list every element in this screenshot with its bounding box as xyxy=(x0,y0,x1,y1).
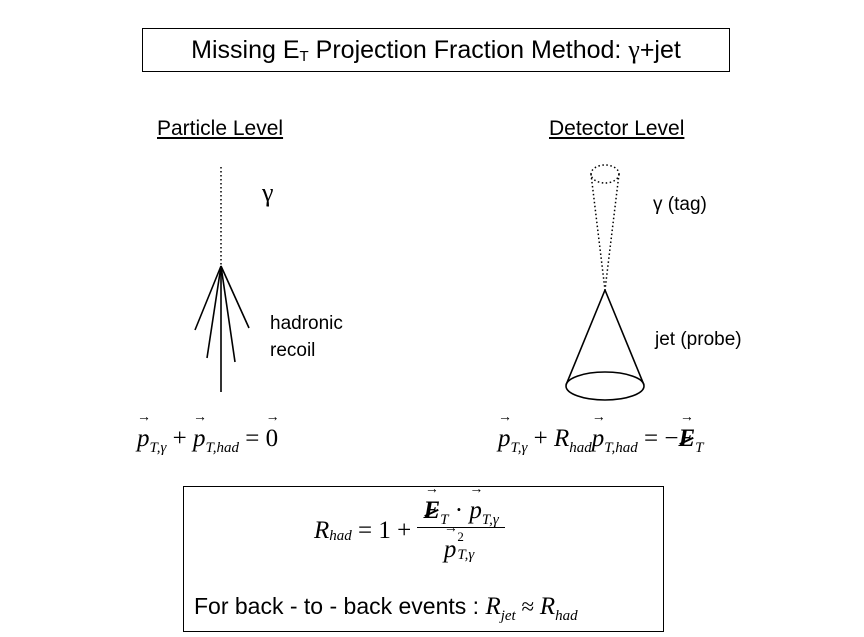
den-p-superscript: 2 xyxy=(457,529,464,545)
detector-level-heading: Detector Level xyxy=(549,117,685,140)
det-p-gamma-subscript: T,γ xyxy=(510,440,528,456)
r-had-symbol: R xyxy=(314,516,330,544)
det-p-vector-had: p xyxy=(592,410,605,453)
det-plus-sign: + xyxy=(527,425,554,452)
plus-sign: + xyxy=(166,425,193,452)
title-text-middle: Projection Fraction Method: xyxy=(308,35,629,64)
dot-product: · xyxy=(448,497,470,524)
p-had-subscript: T,had xyxy=(205,440,239,456)
r-had-fraction: ET · pT,γ p2T,γ xyxy=(417,482,505,564)
title-text-before: Missing E xyxy=(191,35,300,64)
equals-one-plus: = 1 + xyxy=(351,516,418,544)
title-subscript: T xyxy=(299,47,309,65)
approx-sign: ≈ xyxy=(515,594,540,619)
fraction-denominator: p2T,γ xyxy=(417,521,504,564)
detector-photon-label-text: γ (tag) xyxy=(653,194,707,215)
det-R: R xyxy=(554,425,570,452)
hadronic-recoil-spray xyxy=(194,265,250,392)
num-missing-et: E xyxy=(423,482,440,525)
zero-vector: 0 xyxy=(266,410,279,453)
r-had-symbol-2: R xyxy=(539,593,556,620)
detector-jet-cone xyxy=(565,289,645,401)
den-p-vector: p xyxy=(444,521,457,564)
p-vector-gamma: p xyxy=(137,410,150,453)
recoil-label-line1: hadronic xyxy=(270,313,343,334)
num-missing-et-subscript: T xyxy=(440,512,449,528)
title-gamma: γ xyxy=(628,35,640,64)
num-p-vector: p xyxy=(469,482,482,525)
det-p-had-subscript: T,had xyxy=(604,440,638,456)
jet-probe-label: jet (probe) xyxy=(655,329,742,350)
particle-level-heading: Particle Level xyxy=(157,117,284,140)
p-vector-had: p xyxy=(193,410,206,453)
back-to-back-line: For back - to - back events : Rjet ≈ Rha… xyxy=(194,593,578,624)
missing-et-vector: E xyxy=(678,410,695,453)
r-had-subscript: had xyxy=(329,528,352,544)
missing-et-subscript: T xyxy=(695,440,704,456)
r-had-definition: Rhad = 1 + ET · pT,γ p2T,γ xyxy=(314,482,505,564)
r-jet-subscript: jet xyxy=(500,608,516,624)
equals-sign: = xyxy=(238,425,266,452)
num-p-subscript: T,γ xyxy=(481,512,499,528)
det-R-subscript: had xyxy=(569,440,592,456)
recoil-label-line2: recoil xyxy=(270,340,316,361)
r-jet-symbol: R xyxy=(485,593,501,620)
particle-level-equation: pT,γ + pT,had = 0 xyxy=(137,410,279,456)
back-to-back-text: For back - to - back events : xyxy=(194,593,486,619)
det-p-vector-gamma: p xyxy=(498,410,511,453)
det-equals-minus: = − xyxy=(637,425,679,452)
fraction-numerator: ET · pT,γ xyxy=(417,482,505,528)
detector-photon-cone xyxy=(590,164,620,291)
title-text-after: +jet xyxy=(639,35,681,64)
detector-level-equation: pT,γ + RhadpT,had = −ET xyxy=(498,410,704,456)
formula-box: Rhad = 1 + ET · pT,γ p2T,γ For back - to… xyxy=(183,482,664,632)
r-had-subscript-2: had xyxy=(555,608,578,624)
p-gamma-subscript: T,γ xyxy=(149,440,167,456)
particle-photon-label: γ xyxy=(262,178,274,207)
detector-photon-label: γ (tag) xyxy=(653,194,707,216)
den-p-subscript: T,γ xyxy=(457,547,475,564)
